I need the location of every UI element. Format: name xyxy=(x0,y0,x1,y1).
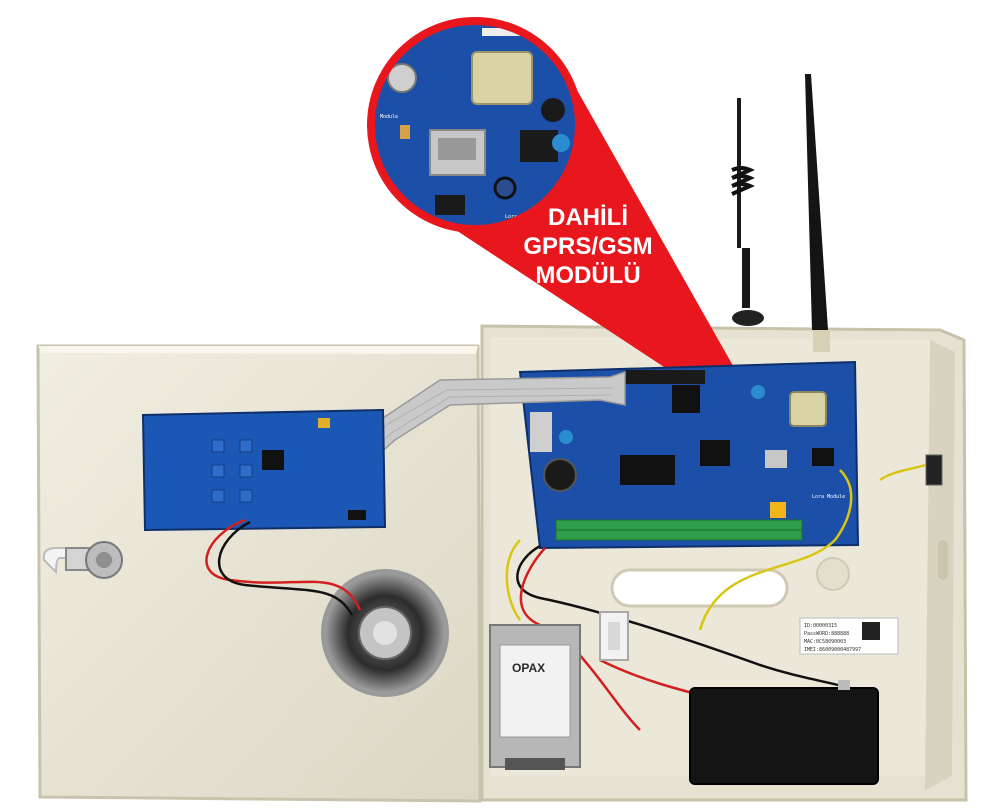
callout-magnifier: Module Lora DAHİLİ GPRS/GSM MODÜLÜ xyxy=(367,17,775,440)
svg-text:Module: Module xyxy=(380,114,398,120)
knockout-hole xyxy=(816,557,850,591)
tamper-switch xyxy=(925,454,943,486)
sticker-line-1: ID:00000315 xyxy=(804,623,837,629)
callout-line-3: MODÜLÜ xyxy=(535,262,640,289)
main-pcb: Lora Module xyxy=(518,360,860,550)
keypad-pcb xyxy=(141,408,387,532)
door-lock xyxy=(42,541,123,579)
cable-slot xyxy=(610,568,789,608)
antenna-long xyxy=(805,74,830,352)
qr-code xyxy=(862,622,880,640)
transformer: OPAX xyxy=(489,624,581,770)
zoomed-pcb: Module Lora xyxy=(375,25,575,225)
sticker-line-4: IMEI:86009000487997 xyxy=(804,647,861,653)
svg-text:Lora Module: Lora Module xyxy=(812,494,845,500)
transformer-brand: OPAX xyxy=(512,661,545,675)
backup-battery xyxy=(689,680,879,785)
fuse-holder xyxy=(599,611,629,661)
svg-text:Lora: Lora xyxy=(505,214,517,220)
callout-line-2: GPRS/GSM xyxy=(523,233,652,260)
speaker xyxy=(321,569,449,697)
callout-line-1: DAHİLİ xyxy=(548,204,628,231)
sticker-line-3: MAC:0C58090003 xyxy=(804,639,846,645)
side-slot xyxy=(938,540,948,580)
id-sticker: ID:00000315 PassWORD:888888 MAC:0C580900… xyxy=(799,617,899,655)
sticker-line-2: PassWORD:888888 xyxy=(804,631,849,637)
antenna-short xyxy=(731,98,764,326)
